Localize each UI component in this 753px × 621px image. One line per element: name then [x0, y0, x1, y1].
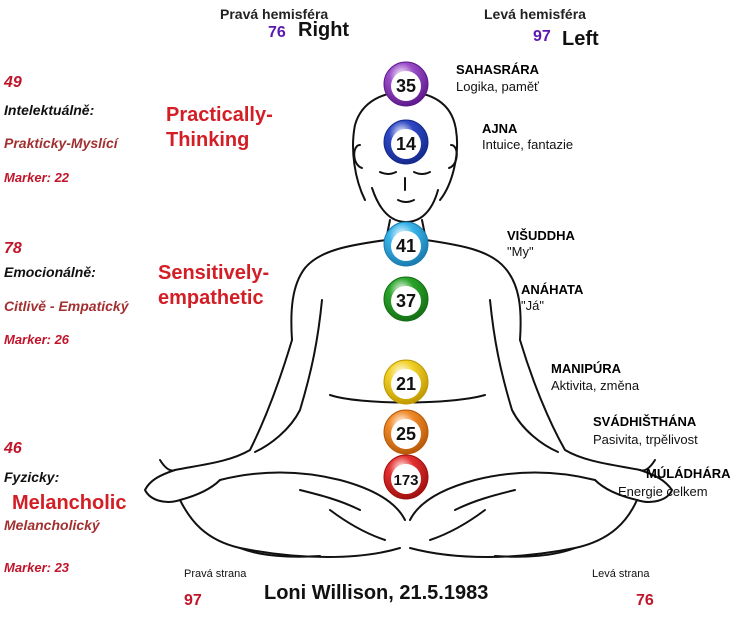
chakra-value-1: 14	[396, 134, 416, 154]
chakra-name-ajna: AJNA	[482, 121, 518, 136]
chakra-desc-ajna: Intuice, fantazie	[482, 137, 574, 152]
chakra-desc-manipura: Aktivita, změna	[551, 378, 640, 393]
chakra-ball-center-6	[391, 464, 421, 494]
chakra-value-4: 21	[396, 374, 416, 394]
physical-number: 46	[4, 440, 22, 457]
right-hemisphere-number: 76	[268, 24, 286, 41]
chakra-name-sahasrara: SAHASRÁRA	[456, 62, 540, 77]
chakra-value-3: 37	[396, 291, 416, 311]
chakra-name-muladhara: MÚLÁDHÁRA	[646, 466, 731, 481]
chakra-ball-center-0	[391, 71, 421, 101]
chakra-ball-center-3	[391, 286, 421, 316]
chakra-value-0: 35	[396, 76, 416, 96]
chakra-name-anahata: ANÁHATA	[521, 282, 584, 297]
chakra-ball-center-4	[391, 369, 421, 399]
left-hemisphere-title: Left	[562, 28, 599, 50]
intellectual-subtitle: Prakticky-Myslící	[4, 135, 118, 151]
left-hemisphere-label: Levá hemisféra	[484, 6, 586, 22]
left-side-number: 76	[636, 592, 654, 609]
emotional-number: 78	[4, 240, 22, 257]
emotional-english: Sensitively- empathetic	[158, 262, 270, 309]
emotional-subtitle: Citlivě - Empatický	[4, 298, 129, 314]
chakra-ball-center-5	[391, 419, 421, 449]
right-side-label: Pravá strana	[184, 568, 247, 580]
physical-heading: Fyzicky:	[4, 469, 60, 485]
chakra-desc-svadhisthana: Pasivita, trpělivost	[593, 432, 698, 447]
physical-marker: Marker: 23	[4, 560, 70, 575]
intellectual-number: 49	[4, 74, 22, 91]
chakra-ball-center-2	[391, 231, 421, 261]
person-name-date: Loni Willison, 21.5.1983	[264, 582, 489, 604]
chakra-name-svadhisthana: SVÁDHIŠTHÁNA	[593, 414, 697, 429]
chakra-desc-visuddha: "My"	[507, 244, 534, 259]
emotional-marker: Marker: 26	[4, 332, 70, 347]
chakra-name-visuddha: VIŠUDDHA	[507, 228, 575, 243]
chakra-desc-anahata: "Já"	[521, 298, 544, 313]
chakra-value-5: 25	[396, 424, 416, 444]
right-hemisphere-label: Pravá hemisféra	[220, 6, 329, 22]
intellectual-marker: Marker: 22	[4, 170, 70, 185]
left-side-label: Levá strana	[592, 568, 650, 580]
chakra-ball-center-1	[391, 129, 421, 159]
chakra-value-2: 41	[396, 236, 416, 256]
chakra-desc-muladhara: Energie celkem	[618, 484, 708, 499]
left-hemisphere-number: 97	[533, 28, 551, 45]
chakra-value-6: 173	[393, 472, 418, 489]
chakra-desc-sahasrara: Logika, paměť	[456, 79, 539, 94]
right-hemisphere-title: Right	[298, 19, 350, 41]
emotional-heading: Emocionálně:	[4, 264, 96, 280]
right-side-number: 97	[184, 592, 202, 609]
intellectual-english: Practically- Thinking	[166, 104, 273, 151]
physical-english: Melancholic	[12, 492, 127, 514]
chakra-name-manipura: MANIPÚRA	[551, 361, 622, 376]
physical-subtitle: Melancholický	[4, 517, 100, 533]
intellectual-heading: Intelektuálně:	[4, 102, 95, 118]
